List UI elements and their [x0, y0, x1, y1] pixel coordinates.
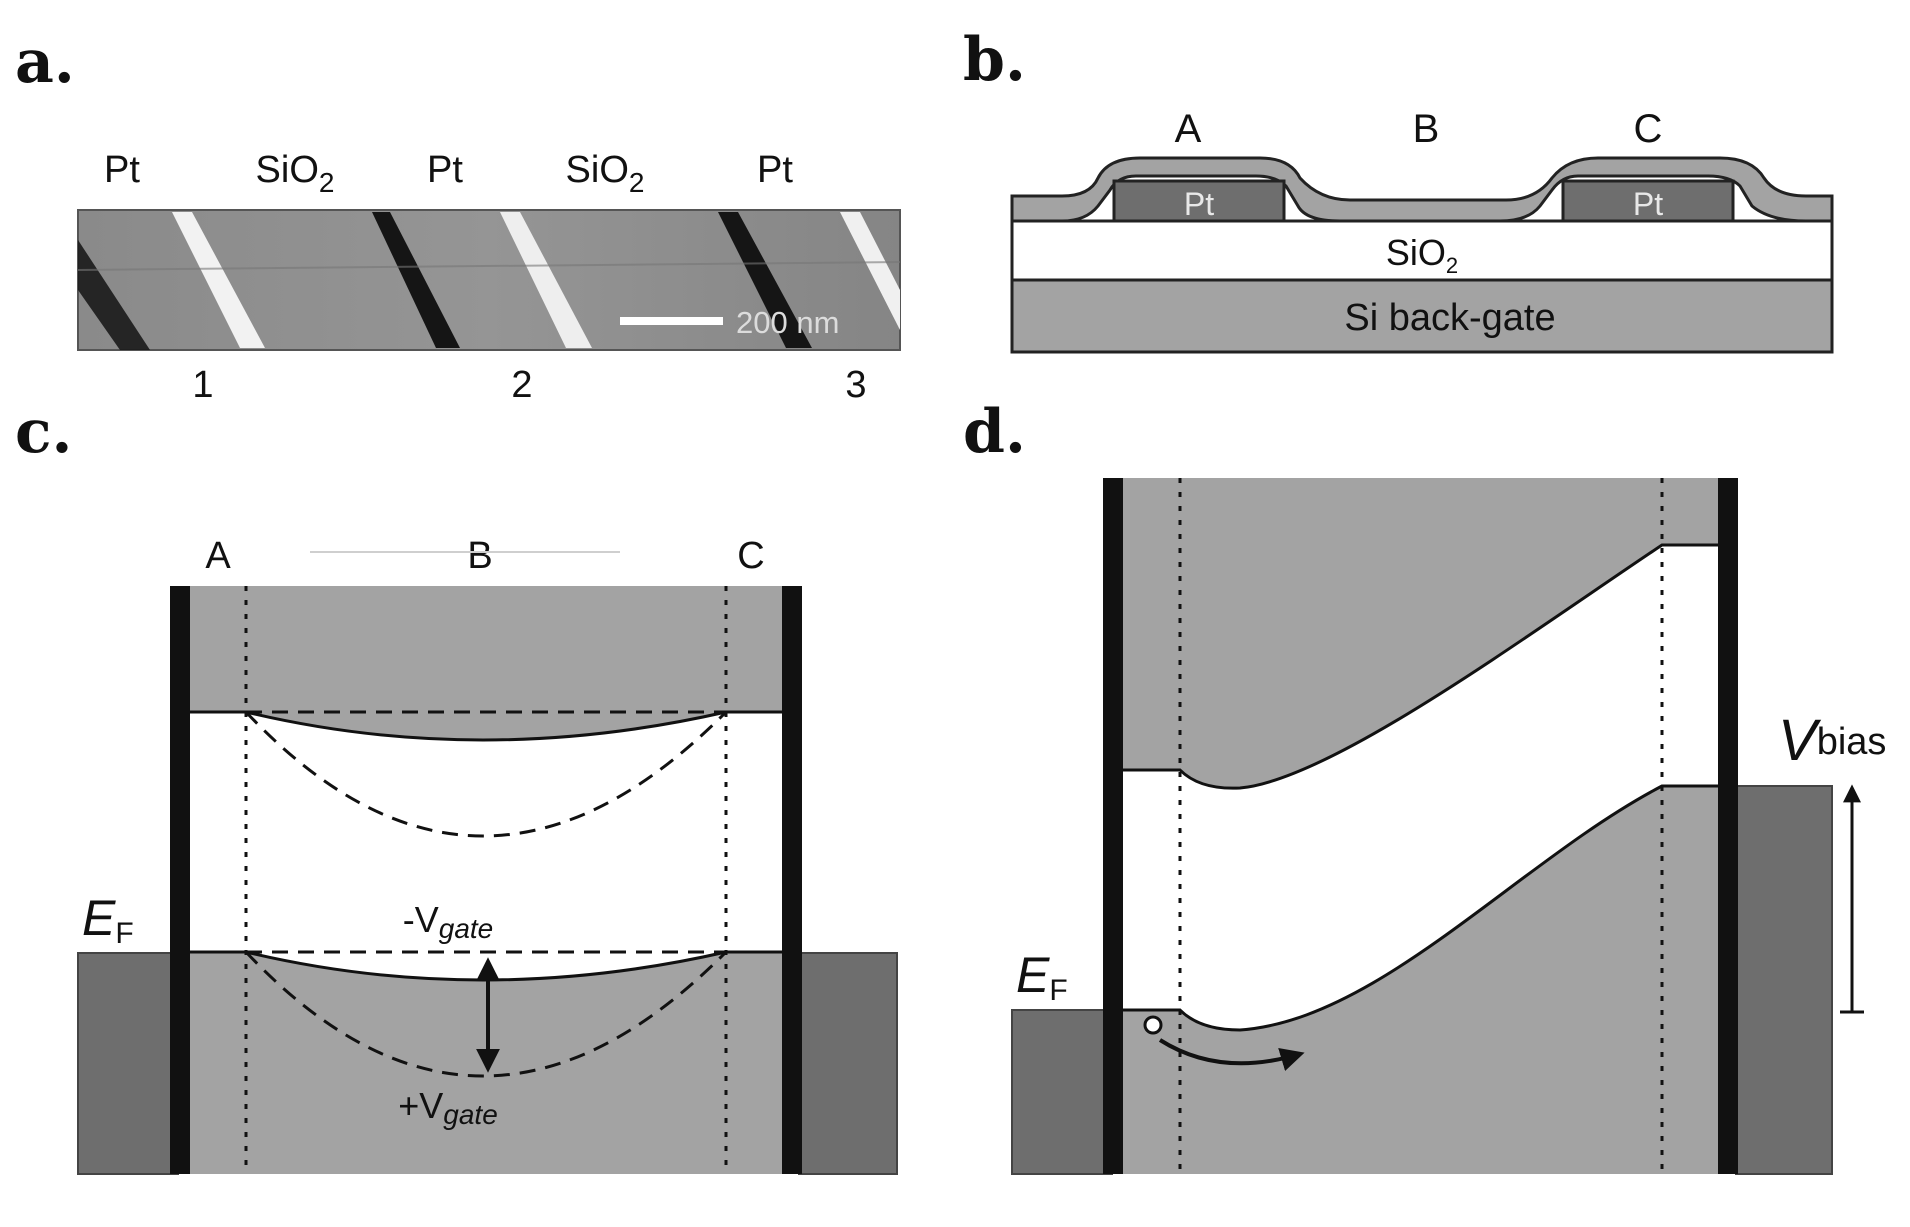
label-sio2-2-sub: 2 [629, 167, 645, 198]
contact-left-d [1011, 1009, 1113, 1175]
wall-left-d [1103, 478, 1123, 1174]
plus-gate-main: +V [398, 1085, 443, 1126]
afm-image: 200 nm [77, 209, 901, 351]
wall-right-c [782, 586, 802, 1174]
label-sio2-1-main: SiO [256, 149, 319, 191]
minus-gate-main: -V [403, 899, 439, 940]
label-sio2-1-sub: 2 [319, 167, 335, 198]
tunneling-arrow [1158, 1038, 1305, 1072]
conduction-band-d [1112, 478, 1730, 789]
minus-gate-sub: gate [439, 913, 494, 944]
sio2-layer-sub: 2 [1446, 253, 1458, 278]
label-pt-2: Pt [427, 149, 463, 191]
region-c-label-c: C [737, 535, 764, 577]
gated-valence-c [244, 950, 728, 1078]
contact-right-d [1735, 785, 1833, 1175]
si-back-gate-label: Si back-gate [1344, 297, 1555, 339]
gated-conduction-c [244, 710, 728, 838]
region-b-label: B [1413, 107, 1440, 151]
wall-left-c [170, 586, 190, 1174]
bias-label: Vbias [1778, 708, 1886, 773]
label-sio2-2-main: SiO [566, 149, 629, 191]
conduction-band-c [188, 586, 790, 740]
panel-b-label: b. [963, 25, 1026, 95]
wall-right-d [1718, 478, 1738, 1174]
pt-electrode-left-label: Pt [1184, 186, 1214, 222]
panel-a: a. Pt SiO2 Pt SiO2 Pt 200 nm 1 2 3 [15, 27, 901, 406]
si-back-gate [1010, 278, 1834, 354]
pt-electrode-right-label: Pt [1633, 186, 1663, 222]
plus-gate-label: +Vgate [398, 1085, 498, 1130]
panel-d: d. Vbias EF [963, 397, 1886, 1175]
panel-d-label: d. [963, 397, 1026, 467]
contact-left-c [77, 952, 179, 1175]
panel-c: c. A B C -Vgate +Vgate EF [15, 397, 898, 1175]
sio2-layer-main: SiO [1386, 232, 1446, 273]
pt-electrode-left [1112, 179, 1286, 223]
contact-right-c [798, 952, 898, 1175]
valence-band-edge-d [1112, 784, 1730, 1032]
fermi-level-main-d: E [1016, 947, 1050, 1003]
fermi-level-label-d: EF [1016, 947, 1068, 1007]
panel-a-label: a. [15, 27, 75, 97]
region-c-label: C [1634, 107, 1663, 151]
fermi-level-sub-c: F [115, 917, 133, 950]
sio2-layer [1010, 219, 1834, 282]
label-electrode-3: 3 [845, 364, 866, 406]
bias-sub: bias [1817, 721, 1887, 763]
valence-band-d [1112, 786, 1730, 1174]
bias-main: V [1778, 708, 1822, 773]
hole-carrier [1143, 1015, 1163, 1035]
label-electrode-1: 1 [192, 364, 213, 406]
conduction-band-edge-d [1112, 543, 1730, 790]
plus-gate-sub: gate [443, 1099, 498, 1130]
label-sio2-1: SiO2 [256, 149, 335, 198]
panel-b: b. A B C Si back-gate SiO2 Pt Pt [963, 25, 1834, 354]
minus-gate-label: -Vgate [403, 899, 494, 944]
label-electrode-2: 2 [511, 364, 532, 406]
fermi-level-main-c: E [82, 890, 116, 946]
sio2-layer-label: SiO2 [1386, 232, 1458, 278]
scale-bar-label: 200 nm [736, 305, 839, 340]
region-a-label-c: A [205, 535, 231, 577]
fermi-level-label-c: EF [82, 890, 134, 950]
fermi-level-sub-d: F [1049, 974, 1067, 1007]
conduction-band-edge-c [188, 710, 790, 742]
region-a-label: A [1175, 107, 1202, 151]
panel-c-label: c. [15, 397, 72, 467]
label-pt-1: Pt [104, 149, 140, 191]
label-pt-3: Pt [757, 149, 793, 191]
label-sio2-2: SiO2 [566, 149, 645, 198]
pt-electrode-right [1561, 179, 1735, 223]
region-b-label-c: B [467, 535, 492, 577]
